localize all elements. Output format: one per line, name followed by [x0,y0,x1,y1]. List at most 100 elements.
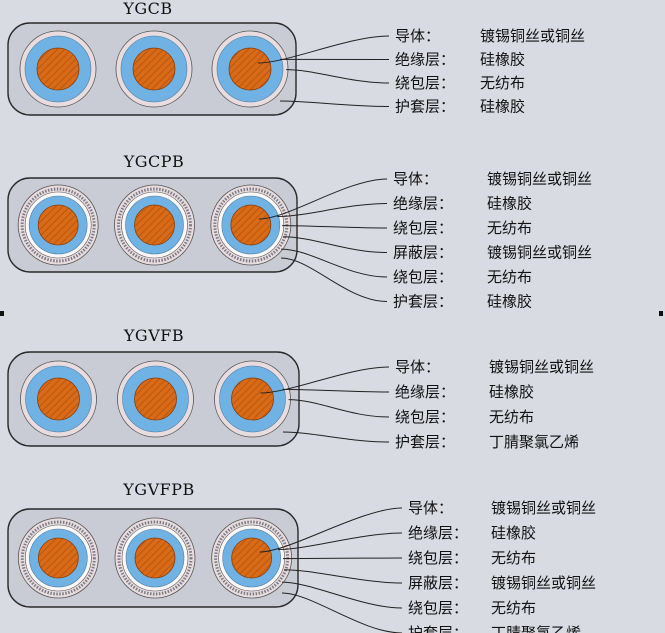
shield-ring [20,520,96,596]
leader-line [280,257,388,302]
layer-material: 镀锡铜丝或铜丝 [480,27,585,45]
core [211,517,293,599]
layer-material: 硅橡胶 [480,98,525,116]
layer-material: 镀锡铜丝或铜丝 [491,499,596,517]
layer-material: 硅橡胶 [480,51,525,69]
layer-label: 绝缘层： [393,195,453,213]
layer-material: 无纺布 [480,74,525,92]
leader-line [281,248,388,278]
shield-ring [213,187,289,263]
core [17,184,99,266]
shield-ring [117,520,193,596]
layer-label: 导体： [395,358,440,376]
leader-line [258,178,388,220]
edge-marker-left [0,311,4,316]
layer-material: 丁腈聚氯乙烯 [489,433,579,451]
conductor [132,47,176,91]
layer-material: 镀锡铜丝或铜丝 [487,170,592,188]
cable-ygcpb: YGCPB导体：镀锡铜丝或铜丝绝缘层：硅橡胶绕包层：无纺布屏蔽层：镀锡铜丝或铜丝… [7,152,592,311]
conductor [231,377,274,421]
core [20,360,97,438]
layer-label: 绕包层： [395,74,455,92]
leader-line [286,69,390,84]
conductor [36,47,80,91]
layer-label: 屏蔽层： [393,244,453,262]
leader-line [283,557,403,560]
layer-label: 导体： [393,170,438,188]
layer-material: 镀锡铜丝或铜丝 [487,244,592,262]
core [210,184,292,266]
layer-material: 硅橡胶 [487,293,532,311]
leader-line [282,431,390,443]
conductor [134,537,176,579]
leader-line [282,225,388,229]
core [114,517,196,599]
layer-material: 丁腈聚氯乙烯 [491,624,581,633]
layer-label: 绕包层： [408,599,468,617]
layer-label: 绕包层： [408,549,468,567]
leader-line [288,399,390,418]
conductor [231,537,273,579]
layer-label: 护套层： [408,624,468,633]
layer-label: 导体： [395,27,440,45]
layer-label: 绝缘层： [408,524,468,542]
cable-ygvfpb: YGVFPB导体：镀锡铜丝或铜丝绝缘层：硅橡胶绕包层：无纺布屏蔽层：镀锡铜丝或铜… [7,480,596,633]
layer-material: 无纺布 [491,599,536,617]
layer-label: 护套层： [393,293,453,311]
layer-material: 硅橡胶 [489,383,534,401]
layer-label: 绕包层： [395,408,455,426]
core [115,30,193,108]
cable-title: YGVFPB [122,480,195,499]
shield-ring [214,520,290,596]
layer-label: 护套层： [395,433,455,451]
conductor [134,377,177,421]
layer-material: 镀锡铜丝或铜丝 [489,358,594,376]
layer-material: 硅橡胶 [491,524,536,542]
edge-marker-right [659,311,663,316]
layer-label: 绕包层： [393,268,453,286]
leader-line [284,569,403,584]
conductor [134,204,175,246]
cable-title: YGCB [122,0,172,18]
shield-ring [117,187,192,263]
layer-label: 护套层： [395,98,455,116]
core [117,360,194,438]
leader-line [260,366,390,394]
conductor [37,377,80,421]
conductor [228,47,272,91]
leader-line [277,203,388,218]
conductor [37,537,79,579]
layer-material: 无纺布 [489,408,534,426]
leader-line [278,532,403,551]
layer-label: 屏蔽层： [408,574,468,592]
conductor [230,204,272,246]
leader-line [281,592,403,633]
cable-title: YGVFB [123,326,184,345]
layer-label: 绝缘层： [395,383,455,401]
shield-ring [20,187,96,263]
leader-line [283,236,388,253]
conductor [37,204,79,246]
cable-title: YGCPB [123,152,185,171]
layer-label: 导体： [408,499,453,517]
core [114,184,195,266]
core [211,30,289,108]
layer-label: 绝缘层： [395,51,455,69]
core [17,517,99,599]
core [19,30,97,108]
leader-line [282,388,390,393]
leader-line [257,35,390,64]
core [214,360,291,438]
leader-line [282,581,403,609]
layer-label: 绕包层： [393,219,453,237]
layer-material: 硅橡胶 [487,195,532,213]
layer-material: 无纺布 [491,549,536,567]
leader-line [259,507,403,553]
layer-material: 无纺布 [487,219,532,237]
leader-line [279,100,390,107]
layer-material: 无纺布 [487,268,532,286]
layer-material: 镀锡铜丝或铜丝 [491,574,596,592]
